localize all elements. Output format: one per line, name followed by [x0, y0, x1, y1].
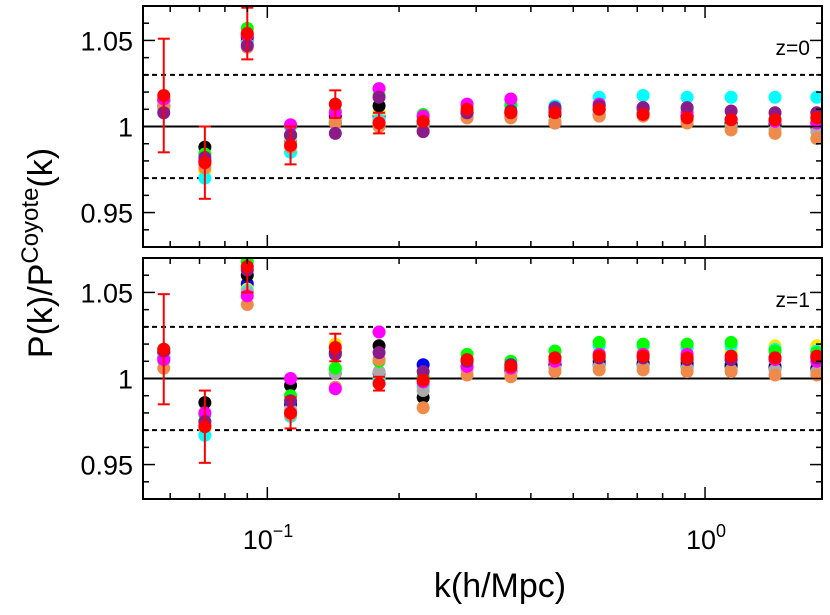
panel-bottom: z=1: [142, 257, 823, 500]
data-point: [680, 101, 694, 115]
panel-bottom-label: z=1: [776, 289, 810, 312]
data-point: [724, 113, 738, 127]
data-point: [592, 102, 606, 116]
data-point: [680, 365, 694, 379]
data-point: [372, 90, 386, 104]
data-point: [592, 335, 606, 349]
data-point: [372, 346, 386, 360]
data-point: [768, 351, 782, 365]
data-point: [328, 341, 342, 355]
data-point: [768, 126, 782, 140]
y-tick-label-bottom: 1.05: [80, 278, 133, 308]
data-point: [328, 116, 342, 130]
data-point: [157, 89, 171, 103]
data-point: [416, 373, 430, 387]
data-point: [504, 106, 518, 120]
data-point: [768, 113, 782, 127]
panel-top-frame: [142, 5, 823, 248]
data-point: [548, 106, 562, 120]
data-point: [284, 372, 298, 385]
panel-bottom-points: [157, 258, 822, 464]
data-point: [810, 132, 822, 146]
data-point: [372, 325, 386, 339]
x-tick-label-0.1: 10−1: [243, 521, 294, 555]
data-point: [810, 111, 822, 125]
data-point: [548, 365, 562, 379]
data-point: [372, 377, 386, 391]
data-point: [328, 97, 342, 111]
y-tick-labels: 0.95 1 1.05 0.95 1 1.05: [80, 26, 133, 480]
y-axis-title: P(k)/PCoyote(k): [17, 148, 60, 358]
data-point: [328, 361, 342, 375]
x-tick-labels: 10−1 100: [243, 521, 726, 555]
data-point: [416, 401, 430, 415]
data-point: [198, 156, 212, 170]
data-point: [680, 111, 694, 125]
data-point: [284, 406, 298, 420]
data-point: [240, 260, 254, 274]
data-point: [768, 90, 782, 104]
data-point: [548, 351, 562, 365]
data-point: [416, 114, 430, 128]
data-point: [460, 102, 474, 116]
data-point: [548, 116, 562, 130]
data-point: [157, 342, 171, 356]
panel-bottom-lines: [143, 325, 822, 432]
data-point: [810, 90, 822, 104]
data-point: [724, 365, 738, 379]
data-point: [724, 90, 738, 104]
data-point: [504, 92, 518, 106]
panel-bottom-frame: [142, 257, 823, 500]
data-point: [372, 365, 386, 379]
data-point: [680, 90, 694, 104]
x-tick-label-1: 100: [686, 521, 726, 555]
data-point: [328, 382, 342, 396]
data-point: [592, 349, 606, 363]
panel-top-lines: [143, 73, 822, 180]
y-tick-label-top: 1.05: [80, 26, 133, 56]
data-point: [636, 107, 650, 121]
y-tick-label-bottom: 1: [118, 365, 133, 395]
data-point: [198, 420, 212, 434]
data-point: [328, 126, 342, 140]
data-point: [724, 123, 738, 137]
x-axis-title: k(h/Mpc): [434, 567, 566, 605]
data-point: [372, 116, 386, 130]
data-point: [592, 363, 606, 377]
data-point: [724, 335, 738, 349]
data-point: [284, 138, 298, 152]
data-point: [240, 27, 254, 41]
data-point: [810, 349, 822, 363]
data-point: [680, 351, 694, 365]
data-point: [284, 118, 298, 132]
data-point: [636, 349, 650, 363]
data-point: [504, 359, 518, 373]
data-point: [636, 337, 650, 351]
y-tick-label-top: 0.95: [80, 199, 133, 229]
data-point: [680, 337, 694, 351]
panel-top-points: [157, 6, 822, 200]
data-point: [636, 363, 650, 377]
panel-top: z=0: [142, 5, 823, 248]
data-point: [460, 353, 474, 367]
data-point: [416, 125, 430, 139]
y-tick-label-top: 1: [118, 113, 133, 143]
data-point: [768, 368, 782, 382]
y-tick-label-bottom: 0.95: [80, 451, 133, 481]
data-point: [636, 89, 650, 103]
data-point: [724, 349, 738, 363]
panel-top-label: z=0: [776, 37, 810, 60]
